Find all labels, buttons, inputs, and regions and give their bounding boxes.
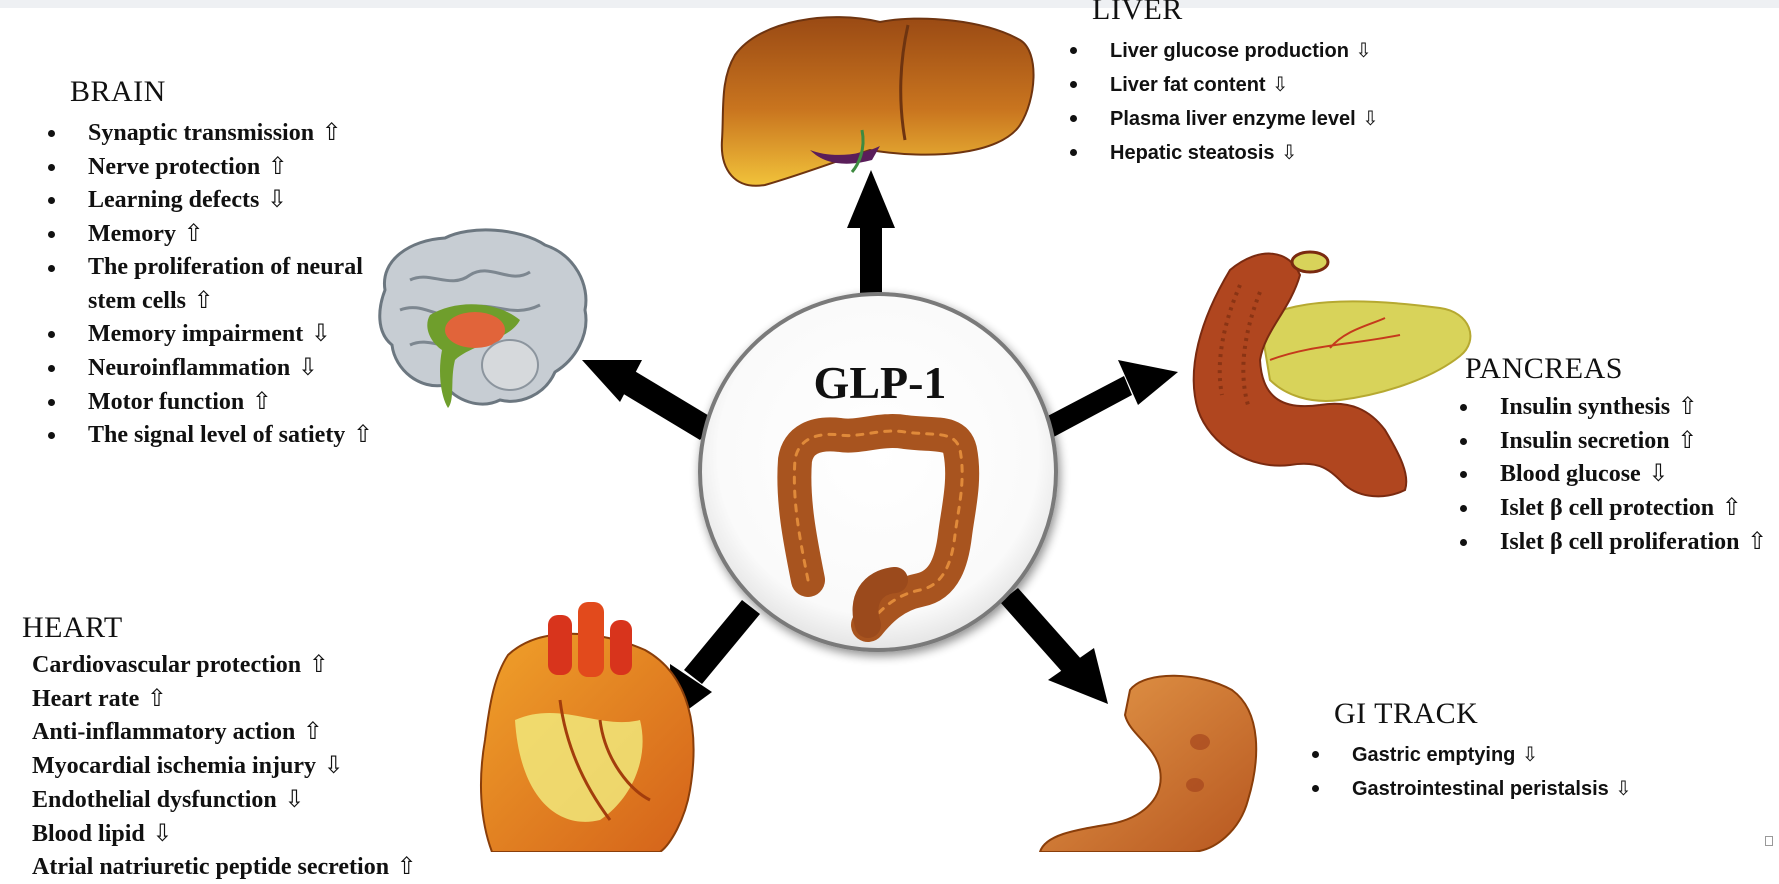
pancreas-effect-item: Insulin secretion bbox=[1459, 424, 1767, 458]
arrow-to-liver bbox=[847, 170, 895, 305]
heart-label-block: HEART bbox=[22, 612, 123, 644]
heart-icon bbox=[479, 602, 695, 852]
heart-effect-item: Cardiovascular protection bbox=[32, 648, 417, 682]
brain-effect-item: Memory bbox=[47, 217, 373, 251]
brain-effect-item: Synaptic transmission bbox=[47, 116, 373, 150]
brain-effect-item: stem cells bbox=[88, 284, 373, 318]
top-border bbox=[0, 0, 1779, 8]
heart-effect-item: Myocardial ischemia injury bbox=[32, 749, 417, 783]
gi-effect-item: Gastric emptying bbox=[1312, 738, 1632, 772]
heart-effect-item: Anti-inflammatory action bbox=[32, 715, 417, 749]
liver-heading: LIVER bbox=[1092, 0, 1183, 26]
liver-effect-item: Liver glucose production bbox=[1070, 34, 1379, 68]
brain-effects-list: Synaptic transmissionNerve protectionLea… bbox=[47, 116, 373, 452]
gi-items: Gastric emptyingGastrointestinal perista… bbox=[1312, 738, 1632, 806]
stomach-icon bbox=[1038, 674, 1258, 852]
heart-heading: HEART bbox=[22, 611, 123, 644]
liver-effect-item: Liver fat content bbox=[1070, 68, 1379, 102]
pancreas-effect-item: Blood glucose bbox=[1459, 457, 1767, 491]
gi-effect-item: Gastrointestinal peristalsis bbox=[1312, 772, 1632, 806]
gi-effects-list: Gastric emptyingGastrointestinal perista… bbox=[1312, 738, 1632, 806]
brain-effect-item: Nerve protection bbox=[47, 150, 373, 184]
diagram-artwork bbox=[378, 16, 1472, 852]
heart-effect-item: Atrial natriuretic peptide secretion bbox=[32, 850, 417, 884]
brain-label-block: BRAIN bbox=[70, 76, 166, 108]
gi-heading: GI TRACK bbox=[1334, 697, 1479, 730]
pancreas-effect-item: Insulin synthesis bbox=[1459, 390, 1767, 424]
brain-effect-item: The signal level of satiety bbox=[47, 418, 373, 452]
liver-effects-list: Liver glucose productionLiver fat conten… bbox=[1070, 34, 1379, 170]
brain-effect-item: Neuroinflammation bbox=[47, 351, 373, 385]
pancreas-heading: PANCREAS bbox=[1465, 352, 1623, 385]
brain-effect-item: Motor function bbox=[47, 385, 373, 419]
heart-effect-item: Blood lipid bbox=[32, 817, 417, 851]
gi-label-block: GI TRACK bbox=[1334, 698, 1478, 730]
pancreas-label-block: PANCREAS bbox=[1465, 353, 1623, 385]
heart-effects-list: Cardiovascular protectionHeart rateAnti-… bbox=[32, 648, 417, 884]
liver-items: Liver glucose productionLiver fat conten… bbox=[1070, 34, 1379, 170]
brain-items: Synaptic transmissionNerve protectionLea… bbox=[47, 116, 373, 452]
brain-effect-item: Learning defects bbox=[47, 183, 373, 217]
liver-effect-item: Hepatic steatosis bbox=[1070, 136, 1379, 170]
corner-mark bbox=[1765, 836, 1773, 846]
pancreas-effect-item: Islet β cell protection bbox=[1459, 491, 1767, 525]
pancreas-items: Insulin synthesisInsulin secretionBlood … bbox=[1459, 390, 1767, 559]
brain-heading: BRAIN bbox=[70, 75, 166, 108]
center-title: GLP-1 bbox=[813, 357, 947, 408]
arrow-to-brain bbox=[582, 360, 716, 440]
liver-effect-item: Plasma liver enzyme level bbox=[1070, 102, 1379, 136]
arrow-to-gi bbox=[1000, 588, 1108, 704]
heart-effect-item: Heart rate bbox=[32, 682, 417, 716]
liver-icon bbox=[720, 16, 1035, 187]
arrow-to-pancreas bbox=[1040, 360, 1178, 440]
pancreas-effect-item: Islet β cell proliferation bbox=[1459, 525, 1767, 559]
pancreas-effects-list: Insulin synthesisInsulin secretionBlood … bbox=[1459, 390, 1767, 559]
pancreas-icon bbox=[1192, 250, 1472, 498]
brain-effect-item: Memory impairment bbox=[47, 317, 373, 351]
heart-items: Cardiovascular protectionHeart rateAnti-… bbox=[32, 621, 417, 884]
brain-icon bbox=[378, 228, 588, 408]
heart-effect-item: Endothelial dysfunction bbox=[32, 783, 417, 817]
brain-effect-item: The proliferation of neural bbox=[47, 251, 373, 284]
colon-icon bbox=[777, 414, 980, 642]
liver-label-block: LIVER bbox=[1092, 0, 1183, 26]
